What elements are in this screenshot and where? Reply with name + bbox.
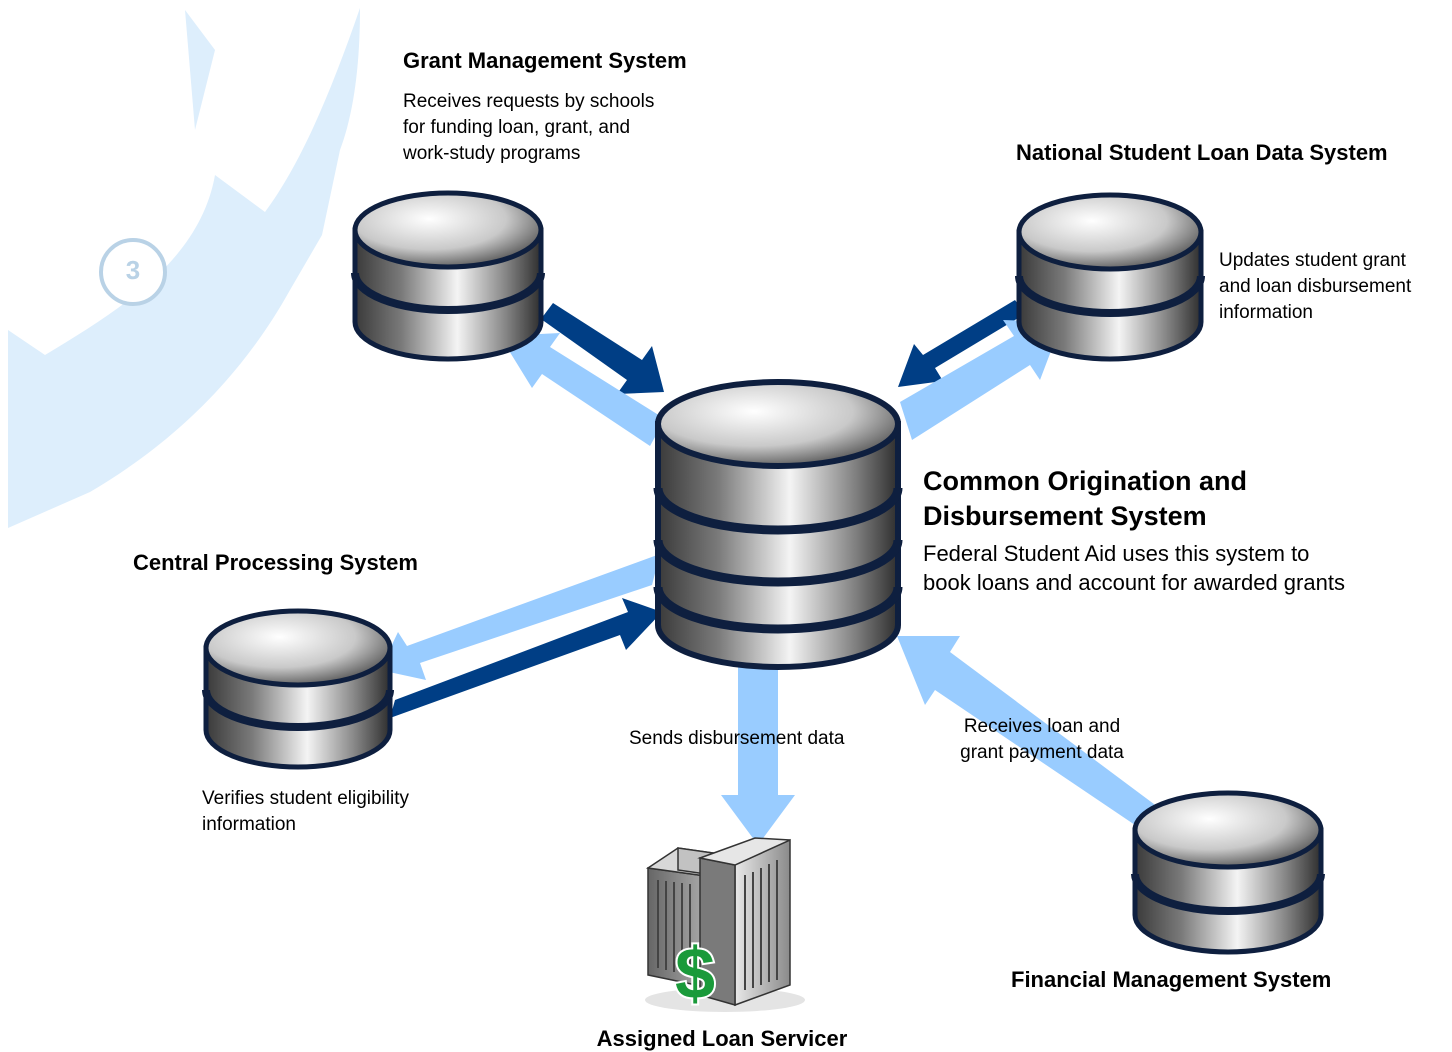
arrow-cod-to-nsld (900, 320, 1062, 440)
database-icon (202, 608, 394, 770)
database-icon (653, 379, 903, 670)
step-badge (99, 238, 167, 306)
servicer-title: Assigned Loan Servicer (596, 1026, 848, 1051)
arrow-cod-to-servicer (721, 660, 795, 845)
building-icon (645, 837, 805, 1012)
dollar-symbol: $ (675, 934, 715, 1014)
arrow-cod-to-gms (500, 333, 665, 446)
cod-title: Common Origination and Disbursement Syst… (923, 466, 1247, 531)
arrow-gms-to-cod (541, 303, 664, 394)
cps-title: Central Processing System (133, 550, 418, 575)
arrow-fms-to-cod (897, 636, 1162, 825)
nsld-title: National Student Loan Data System (1016, 140, 1388, 165)
dollar-icon: $ (673, 932, 717, 1016)
flow-label-sends-disbursement: Sends disbursement data (629, 728, 845, 749)
database-icon (1131, 790, 1325, 955)
fms-title: Financial Management System (1011, 967, 1332, 992)
step-number: 3 (125, 255, 141, 285)
gms-description: Receives requests by schools for funding… (403, 91, 655, 164)
arrow-cps-to-cod (390, 598, 662, 718)
database-icon (1015, 192, 1205, 362)
database-icon (351, 190, 545, 362)
nsld-description: Updates student grant and loan disbursem… (1219, 250, 1412, 323)
arrow-nsld-to-cod (898, 300, 1025, 387)
gms-title: Grant Management System (403, 48, 687, 73)
cod-description: Federal Student Aid uses this system to … (923, 541, 1345, 595)
arrow-cod-to-cps (380, 554, 660, 680)
cps-description: Verifies student eligibility information (202, 788, 409, 835)
flow-label-receives-payment: Receives loan and grant payment data (960, 716, 1124, 763)
circular-arrow-icon (8, 8, 360, 528)
